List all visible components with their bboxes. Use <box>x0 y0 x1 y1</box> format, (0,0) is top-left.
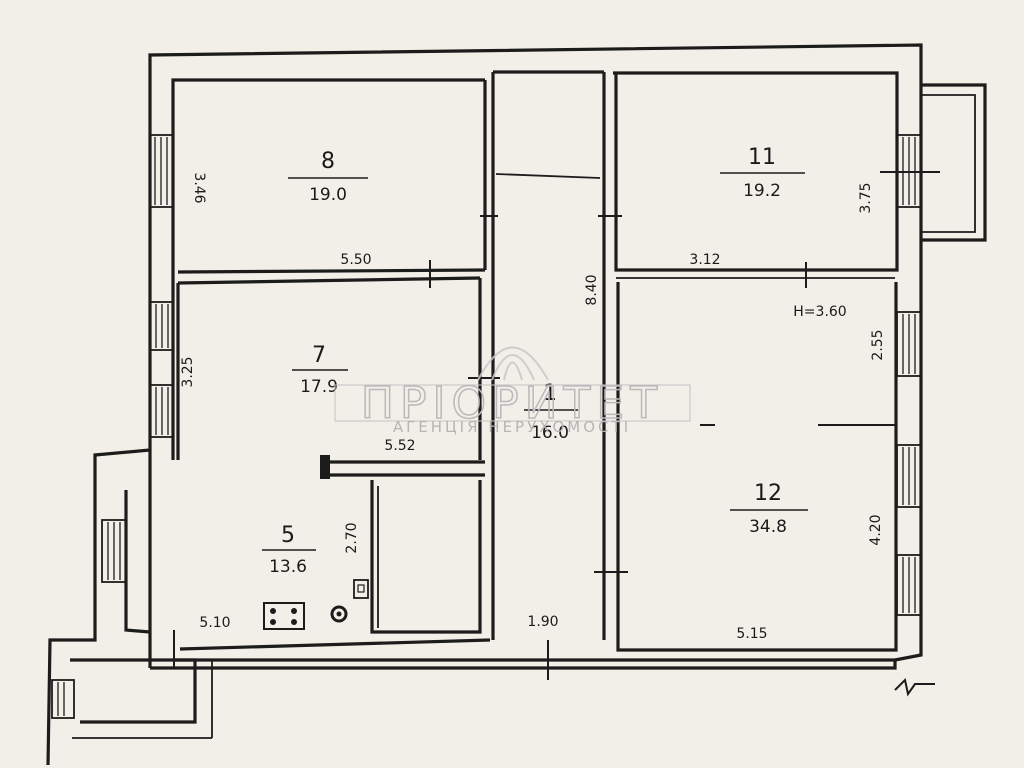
stove-icon <box>263 602 305 630</box>
dim-corridor-width: 1.90 <box>527 614 558 630</box>
room-number: 1 <box>543 381 557 406</box>
room-number: 8 <box>321 149 335 174</box>
interior-walls <box>176 70 899 652</box>
dim-room7-height: 3.25 <box>180 356 196 387</box>
room-area: 16.0 <box>531 423 569 443</box>
room-number: 12 <box>754 481 782 506</box>
room-area: 13.6 <box>269 557 307 577</box>
dim-room12-window-b: 4.20 <box>868 514 884 545</box>
room-12: 12 34.8 <box>730 481 808 537</box>
watermark-subtitle: АГЕНЦІЯ НЕРУХОМОСТІ <box>393 418 631 436</box>
dim-room12-width: 5.15 <box>736 626 767 642</box>
room-number: 11 <box>748 145 776 170</box>
dim-ceiling-height: H=3.60 <box>793 304 846 320</box>
room-area: 34.8 <box>749 517 787 537</box>
dim-corridor-length: 8.40 <box>584 274 600 305</box>
room-number: 5 <box>281 523 295 548</box>
dim-room12-window-a: 2.55 <box>870 329 886 360</box>
room-11: 11 19.2 <box>720 145 805 201</box>
room-5: 5 13.6 <box>262 523 316 577</box>
room-8: 8 19.0 <box>288 149 368 205</box>
dim-room8-height: 3.46 <box>191 172 207 203</box>
room-area: 19.0 <box>309 185 347 205</box>
windows <box>51 134 922 719</box>
room-7: 7 17.9 <box>292 343 348 397</box>
room-1: 1 16.0 <box>524 381 578 443</box>
sink-icon <box>353 579 369 599</box>
dim-room11-height: 3.75 <box>858 182 874 213</box>
door-marks <box>173 171 940 697</box>
dim-room8-width: 5.50 <box>340 252 371 268</box>
dim-room7-width: 5.52 <box>384 438 415 454</box>
watermark-logo-icon <box>334 346 691 422</box>
boiler-icon <box>330 605 348 623</box>
room-area: 19.2 <box>743 181 781 201</box>
room-area: 17.9 <box>300 377 338 397</box>
dim-room11-width: 3.12 <box>689 252 720 268</box>
watermark-title: ПРІОРИТЕТ <box>361 378 663 429</box>
room-number: 7 <box>312 343 326 368</box>
dimension-labels: 3.46 5.50 3.12 3.75 8.40 H=3.60 2.55 4.2… <box>180 172 886 642</box>
dim-room5-height: 2.70 <box>344 522 360 553</box>
dim-room5-width: 5.10 <box>199 615 230 631</box>
